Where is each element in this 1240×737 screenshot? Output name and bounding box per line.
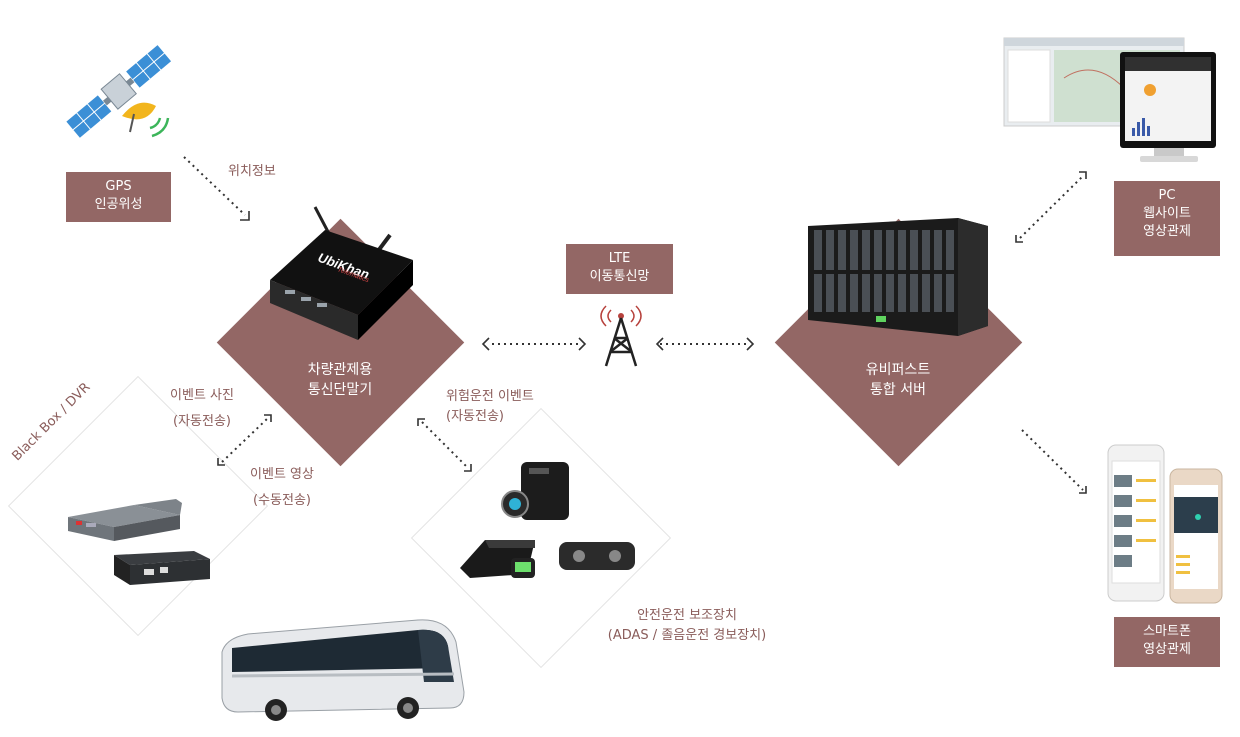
- event-video-caption: 이벤트 영상 (수동전송): [242, 465, 322, 511]
- adas-line1: 안전운전 보조장치: [637, 608, 737, 623]
- event-photo-line2: (자동전송): [173, 414, 231, 429]
- server-line2: 통합 서버: [870, 382, 926, 398]
- smartphone-line2: 영상관제: [1143, 642, 1191, 657]
- adas-icon: [460, 462, 635, 578]
- danger-line1: 위험운전 이벤트: [446, 389, 534, 404]
- pc-line2: 웹사이트: [1143, 206, 1191, 221]
- server-label: 유비퍼스트 통합 서버: [848, 360, 948, 400]
- event-photo-line1: 이벤트 사진: [170, 388, 234, 403]
- event-photo-caption: 이벤트 사진 (자동전송): [162, 386, 242, 432]
- gps-label: GPS 인공위성: [66, 172, 171, 222]
- gps-label-line1: GPS: [105, 179, 132, 194]
- gps-label-line2: 인공위성: [94, 197, 143, 212]
- event-video-line1: 이벤트 영상: [250, 467, 314, 482]
- location-caption: 위치정보: [228, 164, 276, 179]
- cell-tower-icon: [600, 305, 642, 367]
- dvr-icon: [68, 499, 210, 585]
- adas-label: 안전운전 보조장치 (ADAS / 졸음운전 경보장치): [592, 606, 782, 646]
- monitor-icon: [1003, 37, 1216, 162]
- danger-caption: 위험운전 이벤트 (자동전송): [446, 387, 534, 427]
- event-video-line2: (수동전송): [253, 493, 311, 508]
- pc-line3: 영상관제: [1143, 224, 1191, 239]
- terminal-line2: 통신단말기: [307, 382, 373, 398]
- lte-line2: 이동통신망: [589, 269, 650, 284]
- lte-line1: LTE: [608, 251, 631, 266]
- smartphone-icon: [1107, 444, 1223, 604]
- satellite-icon: [64, 43, 173, 140]
- terminal-label: 차량관제용 통신단말기: [290, 360, 390, 400]
- terminal-line1: 차량관제용: [307, 362, 373, 378]
- smartphone-line1: 스마트폰: [1143, 624, 1191, 639]
- terminal-device-icon: UbiKhan Telematics: [270, 206, 413, 340]
- danger-line2: (자동전송): [446, 409, 504, 424]
- smartphone-label: 스마트폰 영상관제: [1114, 617, 1220, 667]
- server-line1: 유비퍼스트: [865, 362, 931, 378]
- pc-line1: PC: [1158, 188, 1176, 203]
- adas-line2: (ADAS / 졸음운전 경보장치): [607, 628, 767, 643]
- server-rack-icon: [808, 218, 988, 336]
- bus-icon: [221, 619, 465, 721]
- lte-label: LTE 이동통신망: [566, 244, 673, 294]
- pc-label: PC 웹사이트 영상관제: [1114, 181, 1220, 256]
